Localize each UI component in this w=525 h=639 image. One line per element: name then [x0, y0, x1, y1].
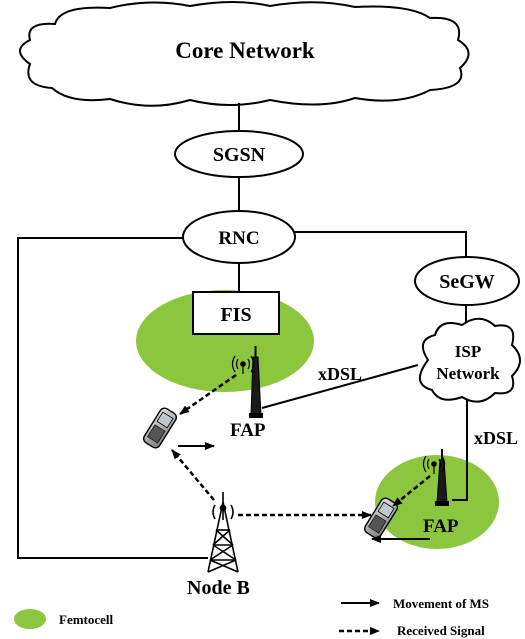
signal-nodeb-to-ms-left: [171, 449, 215, 501]
isp-network-cloud: [419, 317, 521, 403]
link-isp-fap-left: [261, 364, 419, 409]
rnc-label: RNC: [218, 228, 259, 249]
sgsn-label: SGSN: [213, 144, 266, 166]
mobile-station-left: [142, 407, 178, 449]
node-b-label: Node B: [187, 577, 250, 599]
segw-label: SeGW: [439, 271, 495, 293]
fap-right-label: FAP: [423, 516, 459, 537]
xdsl-left-label: xDSL: [318, 364, 362, 384]
core-network-label: Core Network: [175, 38, 315, 63]
mobile-station-right: [363, 497, 399, 539]
legend-femtocell-swatch: [14, 609, 46, 629]
legend-received-label: Received Signal: [397, 623, 485, 638]
fap-left-label: FAP: [230, 420, 266, 441]
node-b-tower: [207, 492, 239, 573]
broadcast-icon-right: [422, 455, 446, 474]
link-rnc-segw: [294, 231, 467, 257]
fis-box: [192, 291, 280, 335]
link-isp-fap-right: [452, 395, 468, 501]
fap-antenna-left: [249, 346, 263, 418]
signal-fap-to-ms-left: [179, 373, 237, 416]
legend-movement-label: Movement of MS: [393, 596, 489, 611]
broadcast-icon-left: [231, 355, 255, 374]
fap-antenna-right: [435, 449, 449, 506]
xdsl-right-label: xDSL: [474, 428, 518, 448]
isp-label-line2: Network: [436, 364, 500, 383]
isp-label-line1: ISP: [455, 342, 481, 361]
fis-label: FIS: [220, 304, 251, 326]
core-network-cloud: [19, 1, 470, 107]
link-rnc-nodeb: [17, 237, 208, 559]
rnc-node: [182, 210, 296, 264]
legend-femtocell-label: Femtocell: [59, 612, 114, 627]
